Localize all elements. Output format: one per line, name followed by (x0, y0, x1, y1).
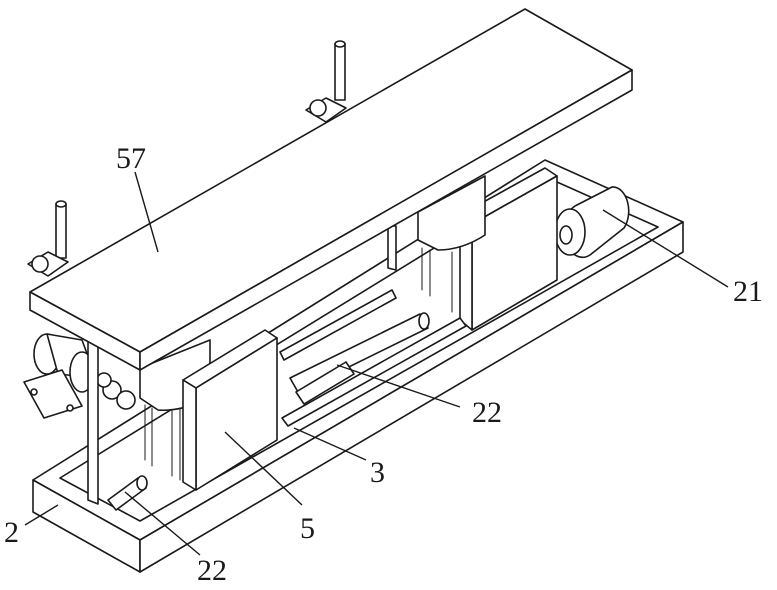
shaft-left-end (137, 476, 147, 490)
bolt-1 (31, 389, 37, 395)
right-cylinder-knob (310, 100, 326, 116)
post-rear (388, 226, 396, 270)
post-front-left (88, 340, 98, 504)
left-cylinder-rod (56, 204, 66, 258)
label-roller: 21 (733, 275, 763, 308)
shaft-right-end (419, 313, 429, 329)
label-shaft-left: 22 (197, 554, 227, 587)
label-shaft-right: 22 (472, 396, 502, 429)
right-cylinder (306, 41, 346, 122)
front-plate-edge (183, 380, 196, 490)
label-rail: 3 (370, 456, 385, 489)
label-top-plate: 57 (116, 142, 146, 175)
right-cylinder-rod (335, 44, 345, 100)
left-cylinder (28, 201, 68, 276)
left-cylinder-cap (56, 201, 66, 207)
bolt-2 (67, 405, 73, 411)
left-cylinder-knob (32, 256, 48, 272)
right-cylinder-cap (335, 41, 345, 47)
roller-hub (560, 226, 572, 244)
label-bracket: 5 (300, 512, 315, 545)
valve-fitting-3 (97, 373, 111, 387)
label-base: 2 (4, 516, 19, 549)
valve-fitting-2 (117, 391, 135, 409)
